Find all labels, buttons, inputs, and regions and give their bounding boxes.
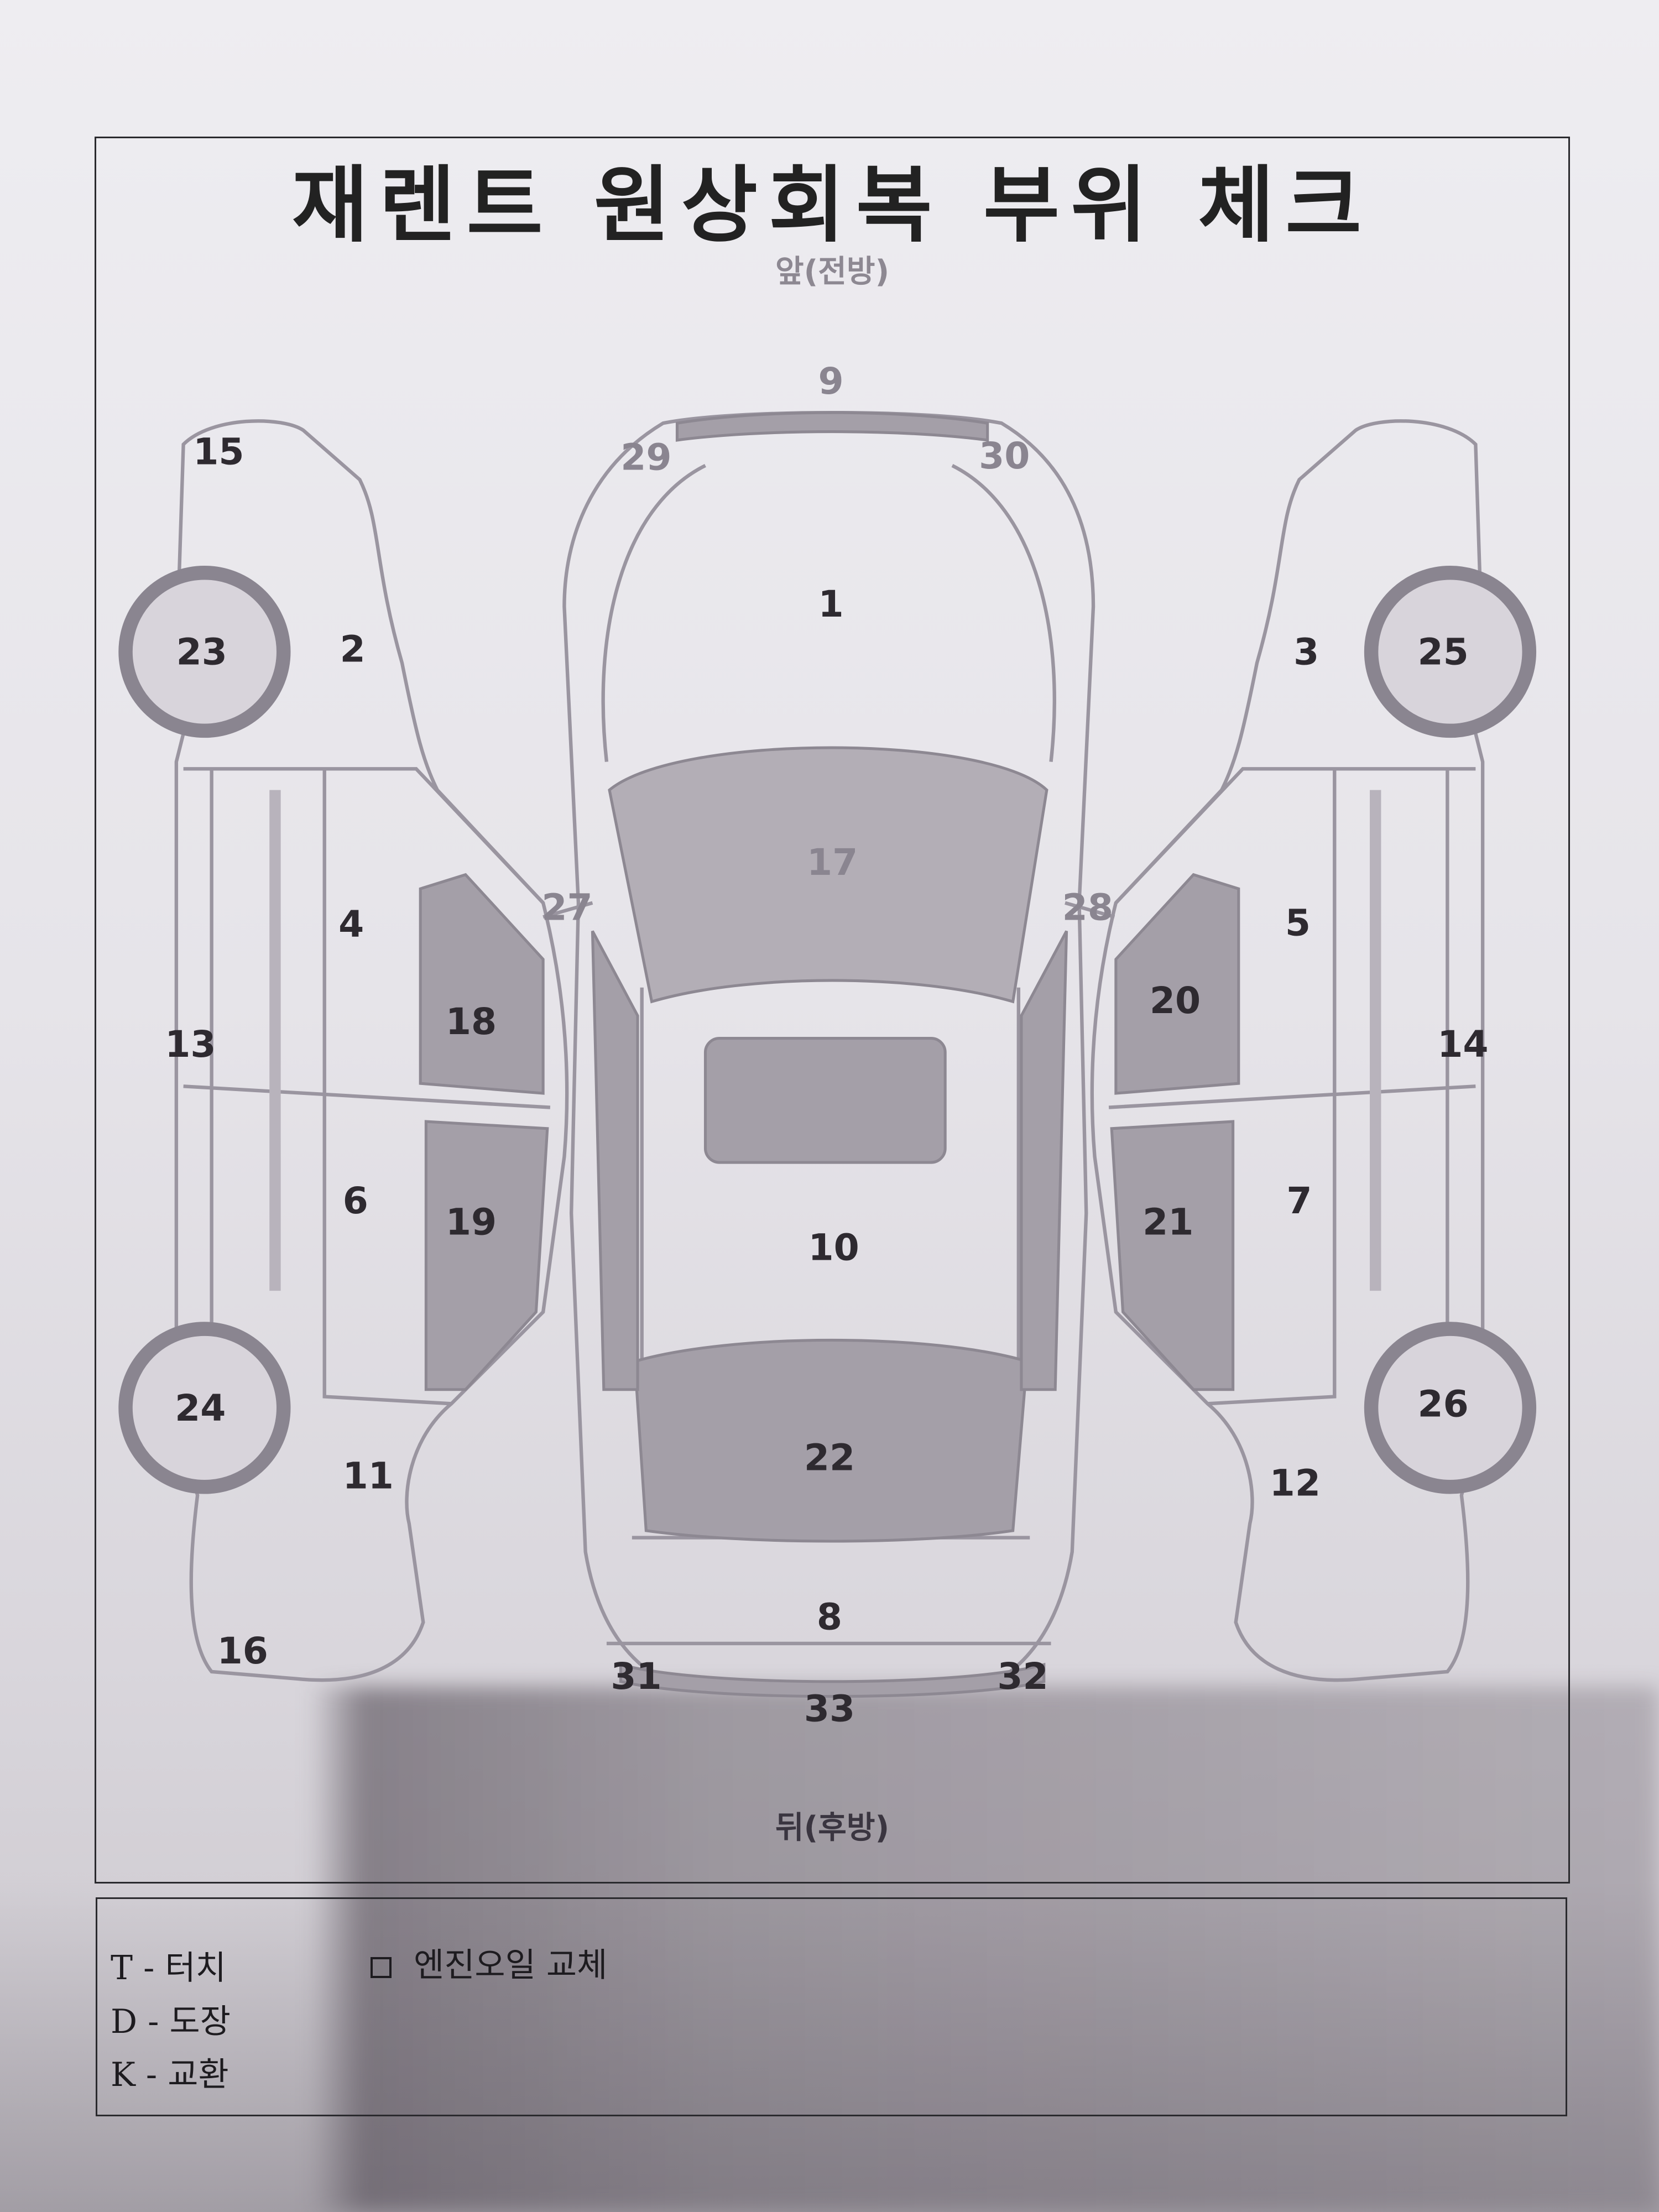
wheel-front-right [1364,565,1537,738]
right-rear-window [1110,1120,1235,1391]
legend-replace: K - 교환 [111,2056,229,2094]
part-2[interactable]: 2 [340,628,366,671]
left-door-line [183,767,551,1406]
part-32[interactable]: 32 [997,1655,1048,1698]
front-direction-label: 앞(전방) [775,254,889,290]
diagram-frame [95,137,1570,1884]
part-3[interactable]: 3 [1293,630,1319,674]
engine-oil-label: 엔진오일 교체 [414,1946,608,1985]
part-31[interactable]: 31 [611,1655,661,1698]
left-rear-window [424,1120,549,1391]
part-11[interactable]: 11 [343,1454,394,1498]
part-6[interactable]: 6 [343,1179,368,1222]
part-16[interactable]: 16 [217,1629,268,1672]
part-19[interactable]: 19 [446,1200,497,1243]
right-front-window [1114,873,1240,1095]
engine-oil-checkbox-row[interactable]: 엔진오일 교체 [371,1938,607,1986]
part-20[interactable]: 20 [1150,979,1201,1022]
photo-shadow-bottom [0,1880,1659,2212]
part-24[interactable]: 24 [175,1386,226,1430]
part-23[interactable]: 23 [176,630,227,674]
part-10[interactable]: 10 [808,1225,859,1269]
wheel-front-left [118,565,291,738]
part-4[interactable]: 4 [338,902,364,946]
legend-paint: D - 도장 [111,2002,231,2041]
wheel-rear-right [1364,1322,1537,1494]
part-17[interactable]: 17 [807,841,858,884]
engine-oil-checkbox[interactable] [371,1957,392,1979]
part-27[interactable]: 27 [541,885,592,928]
wheel-rear-left [118,1322,291,1494]
left-side-car-outline [174,419,569,1682]
part-14[interactable]: 14 [1437,1022,1488,1066]
rear-glass [633,1338,1029,1543]
left-front-window [419,873,545,1095]
part-15[interactable]: 15 [193,430,244,473]
legend-box [96,1897,1567,2116]
part-numbers: 1 2 3 4 5 6 7 8 9 10 11 12 13 14 15 16 1… [165,359,1488,1730]
windshield [608,746,1048,1004]
part-1[interactable]: 1 [818,582,843,625]
part-9[interactable]: 9 [818,359,843,403]
part-26[interactable]: 26 [1418,1382,1469,1425]
right-door-line [1108,767,1476,1406]
rear-direction-label: 뒤(후방) [775,1810,889,1846]
legend-touch: T - 터치 [111,1949,226,1987]
part-18[interactable]: 18 [446,1000,497,1043]
part-12[interactable]: 12 [1270,1461,1321,1504]
part-22[interactable]: 22 [804,1436,855,1479]
sunroof [703,1037,947,1164]
photo-shadow [310,1687,1659,2212]
part-21[interactable]: 21 [1142,1200,1193,1243]
right-side-car-outline [1090,419,1485,1682]
part-13[interactable]: 13 [165,1022,216,1066]
part-25[interactable]: 25 [1418,630,1469,674]
part-7[interactable]: 7 [1286,1179,1312,1222]
wheels [118,565,1537,1494]
part-29[interactable]: 29 [620,436,671,479]
part-8[interactable]: 8 [817,1595,842,1639]
part-5[interactable]: 5 [1285,901,1311,945]
part-28[interactable]: 28 [1062,885,1113,928]
part-33[interactable]: 33 [804,1687,855,1730]
page-title: 재렌트 원상회복 부위 체크 [291,158,1373,254]
part-30[interactable]: 30 [979,434,1030,477]
